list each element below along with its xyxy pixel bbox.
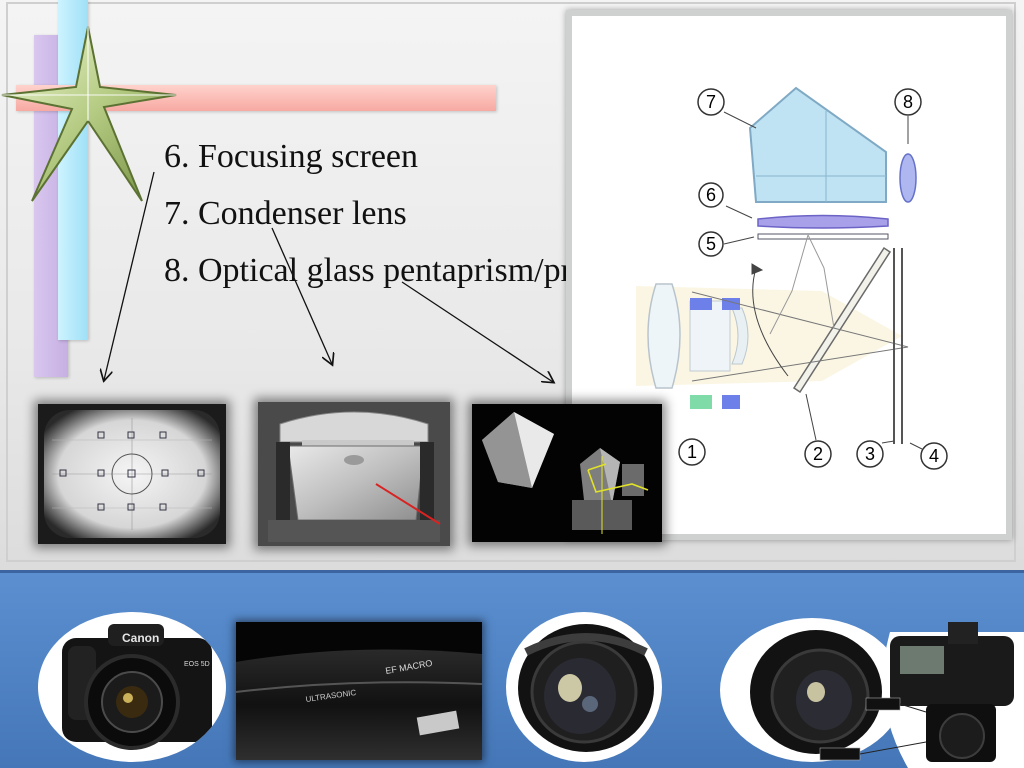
label-condenser-lens: 7. Condenser lens [164, 195, 407, 232]
slr-diagram-panel: 1 2 3 4 5 6 7 8 [566, 10, 1012, 540]
light-ray-3 [769, 234, 809, 335]
condenser-lens-photo [258, 402, 450, 546]
callout-6: 6 [706, 185, 716, 205]
lens-mount-bottom-left [690, 395, 712, 409]
lens-element-middle [689, 300, 731, 372]
pentaprism-photo [472, 404, 662, 542]
callout-2: 2 [813, 444, 823, 464]
callout-7: 7 [706, 92, 716, 112]
star-icon [1, 26, 177, 202]
label-focusing-screen: 6. Focusing screen [164, 138, 419, 175]
callout-group: 1 2 3 4 5 6 7 8 [678, 88, 948, 470]
callout-leaders [723, 111, 923, 450]
callout-1: 1 [687, 442, 697, 462]
light-ray-2 [807, 234, 835, 329]
callout-4: 4 [929, 446, 939, 466]
slr-cross-section-diagram: 1 2 3 4 5 6 7 8 [636, 86, 948, 470]
callout-3: 3 [865, 444, 875, 464]
focusing-screen-shape [757, 233, 889, 240]
focusing-screen-photo [38, 404, 226, 544]
lens-mount-bottom-right [722, 395, 740, 409]
lens-element-front [647, 283, 681, 389]
callout-8: 8 [903, 92, 913, 112]
lens-front-photo [506, 612, 662, 762]
lens-closeup-photo: EF MACRO ULTRASONIC [236, 622, 482, 760]
reflex-mirror-shape [792, 246, 892, 394]
pentaprism-shape [748, 86, 887, 203]
light-ray [691, 291, 909, 382]
eyepiece-lens-shape [899, 153, 917, 203]
lens-mount-top-left [690, 298, 712, 310]
condenser-lens-shape [757, 214, 889, 229]
camera-model-label: EOS 5D [184, 661, 210, 668]
canon-eos-5d-photo: Canon EOS 5D [38, 612, 226, 762]
upper-frame [6, 2, 1016, 562]
lens-element-rear [731, 307, 749, 365]
lens-and-camera-photo [720, 612, 1024, 768]
camera-brand-label: Canon [122, 631, 159, 645]
label-pentaprism: 8. Optical glass pentaprism/prisma [164, 252, 637, 289]
component-labels: 6. Focusing screen 7. Condenser lens 8. … [164, 128, 636, 299]
callout-5: 5 [706, 234, 716, 254]
